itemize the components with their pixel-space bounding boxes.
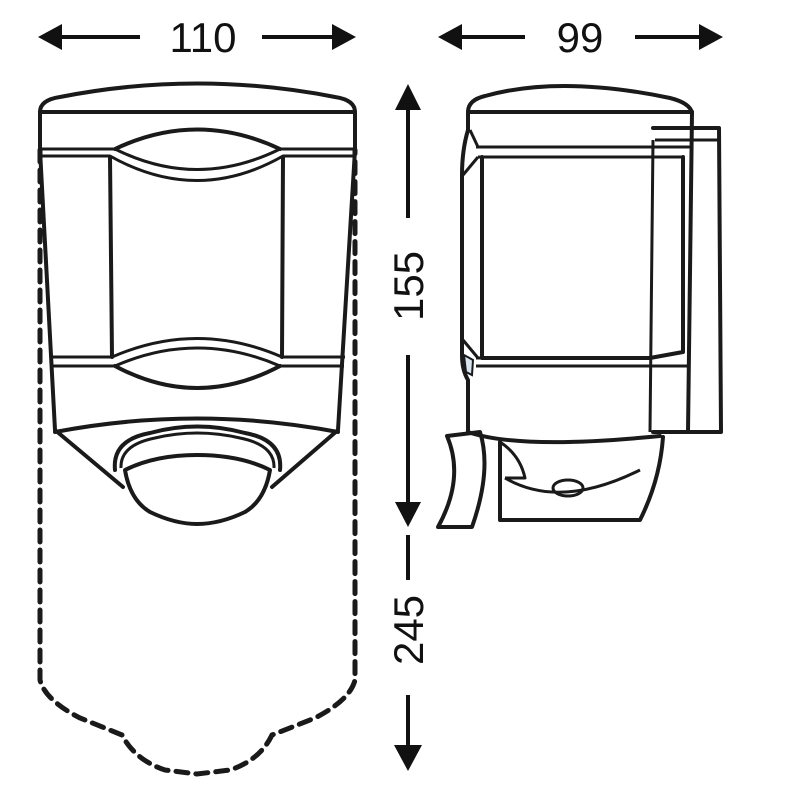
body-right-side <box>270 110 357 489</box>
upper-band-line-inner <box>42 154 353 182</box>
arrow-up-icon <box>395 84 421 110</box>
arrow-right-icon <box>699 24 723 50</box>
dimension-label-height-body: 155 <box>385 251 432 321</box>
bevel-line <box>461 339 480 359</box>
dimension-label-height-total: 245 <box>385 595 432 665</box>
arrow-left-icon <box>438 24 462 50</box>
push-button[interactable] <box>112 424 283 526</box>
upper-band-line <box>42 147 353 171</box>
arrow-left-icon <box>38 24 62 50</box>
pump-housing <box>498 435 665 522</box>
side-bracket-inner <box>648 139 655 433</box>
top-cover <box>38 81 357 114</box>
arrow-down-icon <box>394 745 422 771</box>
arrow-right-icon <box>332 24 356 50</box>
button-rim-inner <box>119 431 276 469</box>
button-face <box>123 453 272 526</box>
bevel-line <box>468 129 480 148</box>
window-right-edge <box>280 155 285 359</box>
lower-band-line-inner <box>53 346 344 368</box>
push-lever[interactable] <box>436 430 487 529</box>
pump-inner-curve <box>499 440 527 480</box>
dimension-label-width: 110 <box>170 14 237 61</box>
base-edge <box>53 416 340 434</box>
lower-band-line <box>52 337 345 359</box>
upper-lens-top <box>113 127 282 151</box>
side-back-edge <box>686 110 694 434</box>
bevel-highlight <box>462 353 475 377</box>
side-front-edge <box>460 110 470 434</box>
extended-outline-dashed <box>37 147 358 777</box>
dimension-height-body: 155 <box>385 84 432 527</box>
dimension-depth: 99 <box>438 14 723 61</box>
button-rim-outer <box>112 424 283 472</box>
pump-nozzle-curve <box>504 468 641 494</box>
nozzle-opening <box>551 478 585 498</box>
side-top-cover <box>466 84 694 115</box>
side-view <box>436 84 723 529</box>
window-left-edge <box>108 155 114 359</box>
dimension-label-depth: 99 <box>557 14 604 61</box>
bevel-line <box>461 156 480 176</box>
side-window <box>480 155 685 360</box>
lower-lens-bottom <box>113 364 282 390</box>
arrow-down-icon <box>395 502 421 527</box>
dimension-height-total: 245 <box>385 535 432 771</box>
body-left-side <box>38 110 125 489</box>
dimension-width: 110 <box>38 14 356 61</box>
side-base-edge <box>466 430 662 445</box>
front-view <box>37 81 358 777</box>
